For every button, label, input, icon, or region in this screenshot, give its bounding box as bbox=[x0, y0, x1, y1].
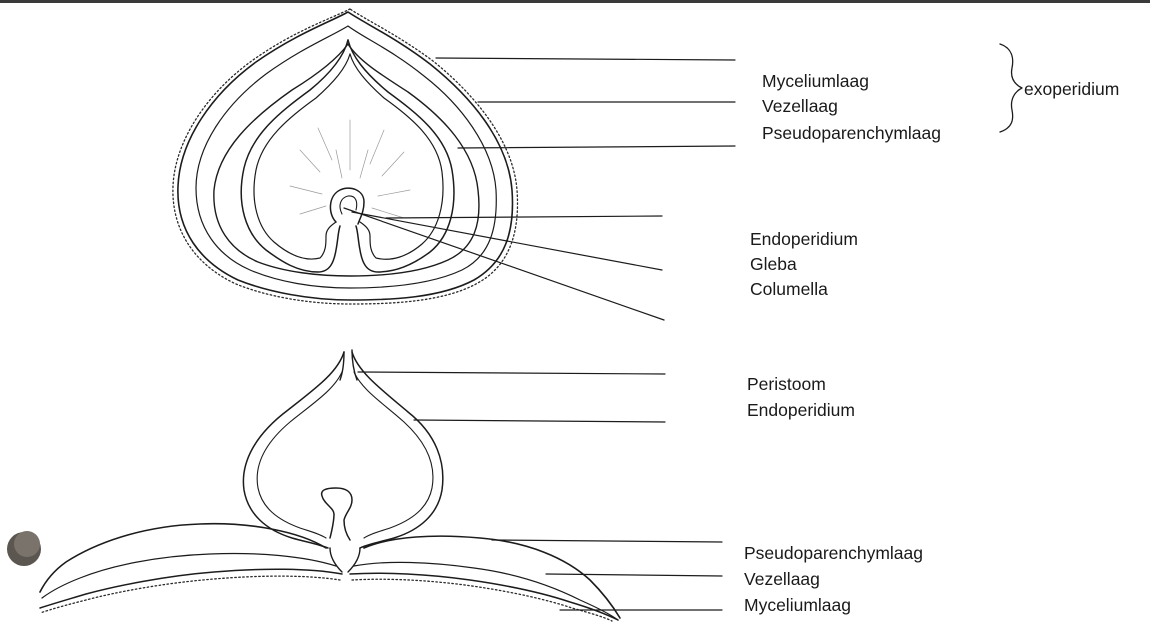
endoperidium-sac-outer bbox=[243, 352, 344, 548]
endoperidium-sac-inner bbox=[257, 372, 342, 538]
label-endoperidium-top: Endoperidium bbox=[750, 229, 858, 249]
ray-right-lower bbox=[350, 573, 618, 620]
label-pseudoparenchymlaag-bottom: Pseudoparenchymlaag bbox=[744, 543, 923, 563]
leader-myceliumlaag-top bbox=[436, 58, 735, 60]
scan-top-edge bbox=[0, 0, 1150, 3]
stalk-left bbox=[330, 548, 342, 572]
label-endoperidium-bottom: Endoperidium bbox=[747, 400, 855, 420]
vezellaag-outline bbox=[196, 26, 496, 288]
exoperidium-brace bbox=[1000, 44, 1022, 132]
label-vezellaag-top: Vezellaag bbox=[762, 96, 838, 116]
label-myceliumlaag-top: Myceliumlaag bbox=[762, 71, 869, 91]
label-gleba: Gleba bbox=[750, 254, 797, 274]
endoperidium-sac-inner-right bbox=[354, 372, 433, 538]
endoperidium-outer bbox=[241, 40, 348, 272]
leader-columella bbox=[344, 208, 664, 320]
leader-pseudoparenchymlaag-bottom bbox=[492, 540, 722, 542]
columella-lower bbox=[322, 488, 352, 540]
leader-gleba bbox=[352, 212, 662, 270]
label-exoperidium: exoperidium bbox=[1024, 79, 1119, 99]
endoperidium-sac-outer-right bbox=[352, 352, 443, 548]
punch-hole-highlight bbox=[14, 531, 40, 557]
leader-endoperidium-bottom bbox=[414, 420, 665, 422]
label-pseudoparenchymlaag-top: Pseudoparenchymlaag bbox=[762, 123, 941, 143]
stalk-right bbox=[348, 548, 360, 572]
label-columella: Columella bbox=[750, 279, 828, 299]
label-vezellaag-bottom: Vezellaag bbox=[744, 569, 820, 589]
leader-endoperidium-top bbox=[386, 216, 662, 218]
upper-fruiting-body bbox=[173, 9, 735, 320]
gleba-texture bbox=[290, 120, 410, 218]
ray-left-lower bbox=[40, 569, 342, 608]
leader-vezellaag-bottom bbox=[546, 574, 722, 576]
label-myceliumlaag-bottom: Myceliumlaag bbox=[744, 595, 851, 615]
label-peristoom: Peristoom bbox=[747, 374, 826, 394]
leader-peristoom bbox=[358, 372, 665, 374]
endoperidium-inner bbox=[254, 54, 350, 259]
columella-head bbox=[330, 188, 364, 224]
lower-fruiting-body bbox=[40, 350, 722, 621]
ray-right-myceliumlaag bbox=[352, 579, 612, 621]
